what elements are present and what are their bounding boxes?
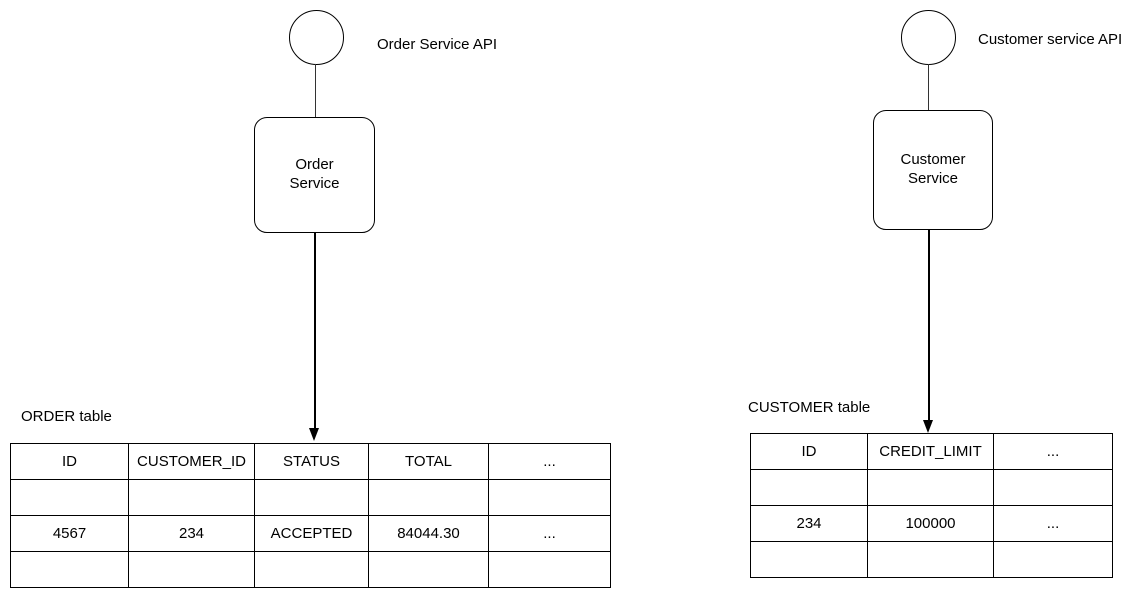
order-service-box: Order Service <box>254 117 375 233</box>
order-table-data-row: 4567 234 ACCEPTED 84044.30 ... <box>10 515 611 552</box>
customer-api-connector-line <box>928 64 929 110</box>
customer-api-label: Customer service API <box>978 31 1123 48</box>
order-table-cell <box>368 551 489 588</box>
customer-table-header-cell: CREDIT_LIMIT <box>867 433 994 470</box>
order-table-header-cell: ID <box>10 443 129 480</box>
customer-table-cell <box>867 469 994 506</box>
order-service-name-line2: Service <box>289 175 340 192</box>
order-table-cell <box>488 479 611 516</box>
order-table-header-cell: TOTAL <box>368 443 489 480</box>
order-table-header-cell: ... <box>488 443 611 480</box>
customer-arrow-head-icon <box>923 420 933 433</box>
customer-service-name-line1: Customer <box>900 151 966 169</box>
customer-service-to-table-arrow-line <box>928 230 930 421</box>
order-table-cell: ... <box>488 515 611 552</box>
customer-table-cell: 234 <box>750 505 868 542</box>
customer-table: ID CREDIT_LIMIT ... 234 100000 ... <box>750 433 1113 578</box>
order-api-connector-line <box>315 64 316 117</box>
order-table-empty-row <box>10 551 611 588</box>
customer-table-cell <box>867 541 994 578</box>
customer-table-cell: ... <box>993 505 1113 542</box>
order-table-cell <box>128 479 255 516</box>
customer-table-empty-row <box>750 469 1113 506</box>
order-table-header-cell: STATUS <box>254 443 369 480</box>
order-table-header-row: ID CUSTOMER_ID STATUS TOTAL ... <box>10 443 611 480</box>
order-table-cell <box>254 479 369 516</box>
customer-table-cell <box>993 541 1113 578</box>
order-table-cell: 4567 <box>10 515 129 552</box>
order-service-to-table-arrow-line <box>314 233 316 429</box>
order-table-cell: 84044.30 <box>368 515 489 552</box>
customer-table-cell <box>750 541 868 578</box>
order-table-header-cell: CUSTOMER_ID <box>128 443 255 480</box>
order-table-cell <box>488 551 611 588</box>
order-arrow-head-icon <box>309 428 319 441</box>
customer-table-data-row: 234 100000 ... <box>750 505 1113 542</box>
order-table-cell <box>254 551 369 588</box>
order-table-cell <box>10 479 129 516</box>
order-table-label: ORDER table <box>21 408 112 425</box>
customer-table-cell <box>993 469 1113 506</box>
customer-service-name-line2: Service <box>907 170 959 187</box>
customer-table-header-row: ID CREDIT_LIMIT ... <box>750 433 1113 470</box>
order-table-cell <box>368 479 489 516</box>
customer-table-cell: 100000 <box>867 505 994 542</box>
customer-table-cell <box>750 469 868 506</box>
customer-table-label: CUSTOMER table <box>748 399 871 416</box>
customer-table-header-cell: ... <box>993 433 1113 470</box>
customer-table-empty-row <box>750 541 1113 578</box>
customer-service-box-label: Customer Service <box>900 151 965 189</box>
customer-service-box: Customer Service <box>873 110 993 230</box>
order-api-label: Order Service API <box>377 36 498 53</box>
order-table-cell <box>128 551 255 588</box>
order-table: ID CUSTOMER_ID STATUS TOTAL ... 4567 234… <box>10 443 611 588</box>
order-table-cell <box>10 551 129 588</box>
order-table-empty-row <box>10 479 611 516</box>
customer-table-header-cell: ID <box>750 433 868 470</box>
order-api-circle <box>289 10 344 65</box>
order-table-cell: 234 <box>128 515 255 552</box>
order-service-name-line1: Order <box>295 156 334 174</box>
order-service-box-label: Order Service <box>289 156 339 194</box>
order-table-cell: ACCEPTED <box>254 515 369 552</box>
customer-api-circle <box>901 10 956 65</box>
